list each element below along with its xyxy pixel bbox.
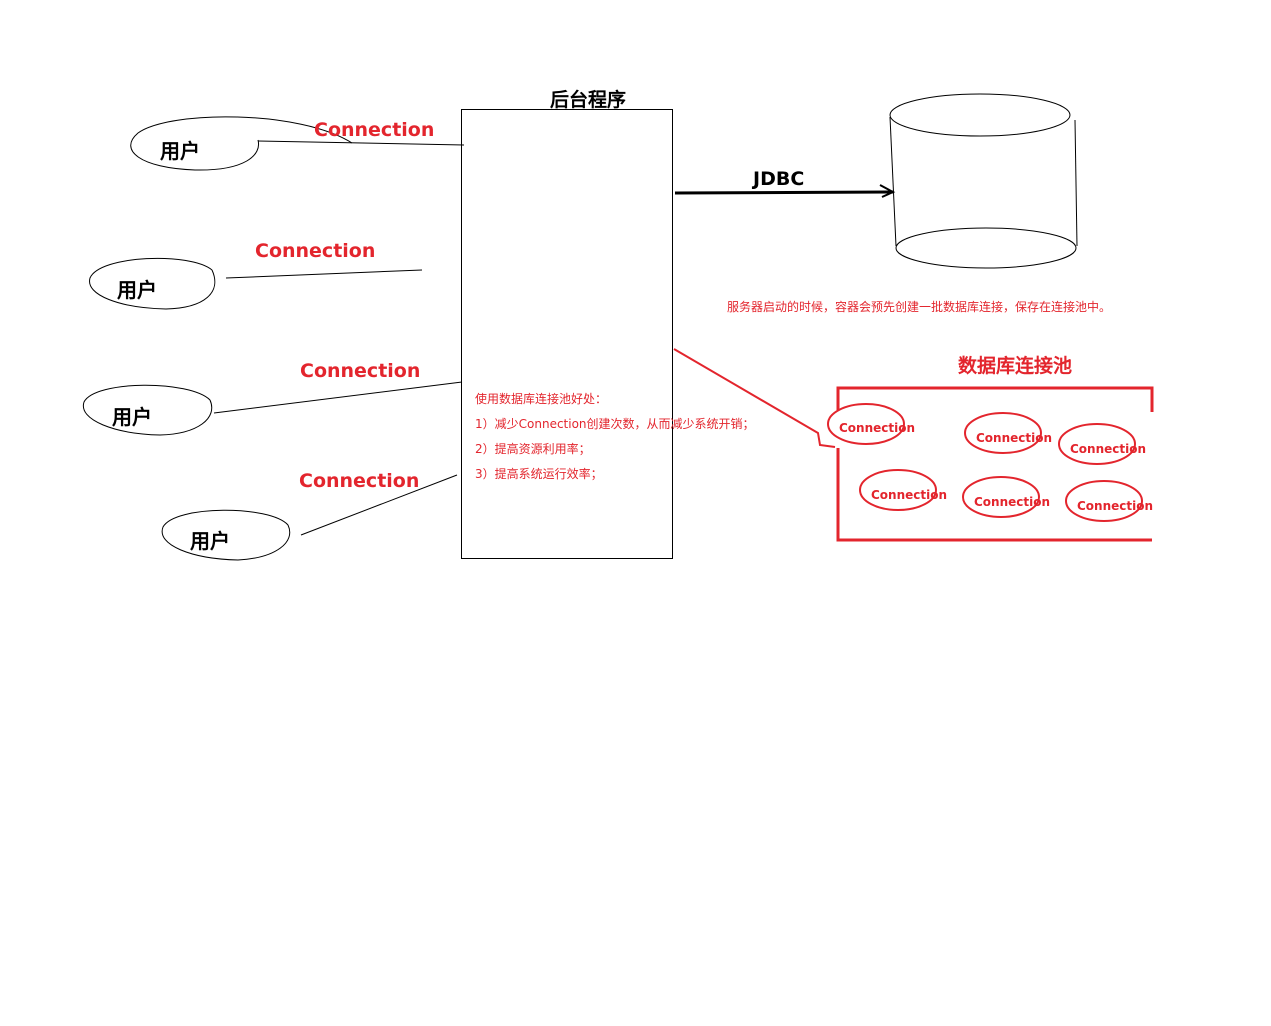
pooled-connection-label: Connection <box>839 421 915 435</box>
connection-line <box>257 140 465 146</box>
benefits-heading: 使用数据库连接池好处： <box>475 391 607 406</box>
user-connection-lines <box>213 140 465 536</box>
pooled-connection <box>827 403 905 445</box>
user-label: 用户 <box>190 529 230 553</box>
benefit-item: 2）提高资源利用率； <box>475 441 591 456</box>
benefit-item: 1）减少Connection创建次数，从而减少系统开销； <box>475 416 755 431</box>
connection-label: Connection <box>314 119 434 141</box>
pooled-connection-label: Connection <box>871 488 947 502</box>
pooled-connection <box>964 412 1042 454</box>
pooled-connection <box>962 476 1040 518</box>
user-node: 用户 <box>82 384 213 436</box>
pooled-connection-label: Connection <box>974 495 1050 509</box>
database-side <box>889 116 897 247</box>
user-node: 用户 <box>161 509 291 561</box>
server-startup-note: 服务器启动的时候，容器会预先创建一批数据库连接，保存在连接池中。 <box>727 299 1111 314</box>
user-node: 用户 <box>130 116 353 171</box>
pooled-connection <box>859 469 937 511</box>
database-cylinder <box>889 93 1078 269</box>
backend-program: 后台程序 使用数据库连接池好处： 1）减少Connection创建次数，从而减少… <box>461 88 755 559</box>
connection-label: Connection <box>299 470 419 492</box>
backend-box <box>461 109 673 559</box>
pooled-connection-label: Connection <box>1077 499 1153 513</box>
pool-link-line <box>673 348 836 448</box>
user-label: 用户 <box>117 278 157 302</box>
jdbc-label: JDBC <box>751 168 804 190</box>
connection-label: Connection <box>255 240 375 262</box>
connection-pool: 数据库连接池 Connection Connection Connection … <box>827 354 1154 542</box>
database-side <box>1074 119 1078 247</box>
connection-line <box>300 474 458 536</box>
database-bottom <box>895 227 1077 269</box>
jdbc-arrow-shaft <box>674 190 894 195</box>
pooled-connection <box>1058 423 1136 465</box>
user-label: 用户 <box>112 405 152 429</box>
database-top <box>889 93 1071 137</box>
pool-title: 数据库连接池 <box>958 354 1072 377</box>
user-node: 用户 <box>89 257 216 310</box>
connection-line <box>213 381 463 414</box>
pool-border-bottom <box>836 448 1152 542</box>
connection-line <box>225 269 423 279</box>
user-label: 用户 <box>160 139 200 163</box>
pool-border-top <box>836 386 1154 412</box>
jdbc-arrow: JDBC <box>674 168 896 198</box>
benefit-item: 3）提高系统运行效率； <box>475 466 603 481</box>
backend-title: 后台程序 <box>550 88 626 111</box>
pooled-connection-label: Connection <box>1070 442 1146 456</box>
pooled-connection-label: Connection <box>976 431 1052 445</box>
connection-label: Connection <box>300 360 420 382</box>
pooled-connection <box>1065 480 1143 522</box>
